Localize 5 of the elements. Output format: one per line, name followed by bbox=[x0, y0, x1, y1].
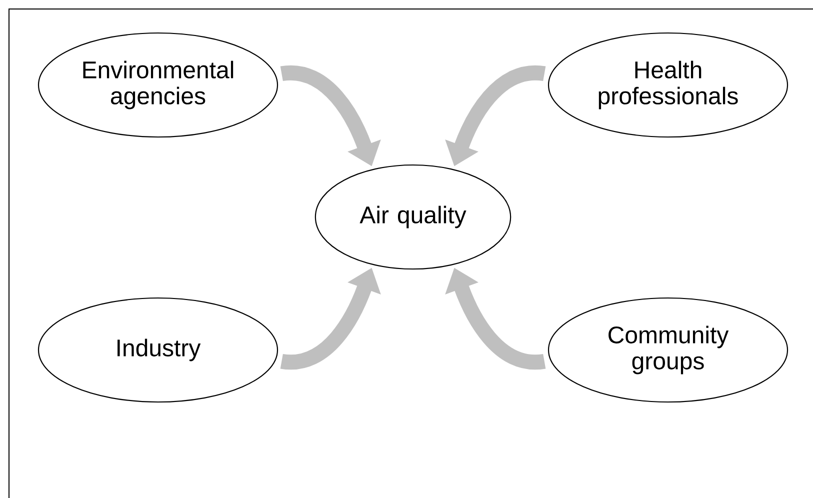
ellipse-node: Air quality bbox=[314, 164, 512, 270]
ellipse-node: Health professionals bbox=[548, 32, 788, 138]
ellipse-node: Industry bbox=[38, 297, 278, 403]
ellipse-node: Environmental agencies bbox=[38, 32, 278, 138]
ellipse-node: Community groups bbox=[548, 297, 788, 403]
